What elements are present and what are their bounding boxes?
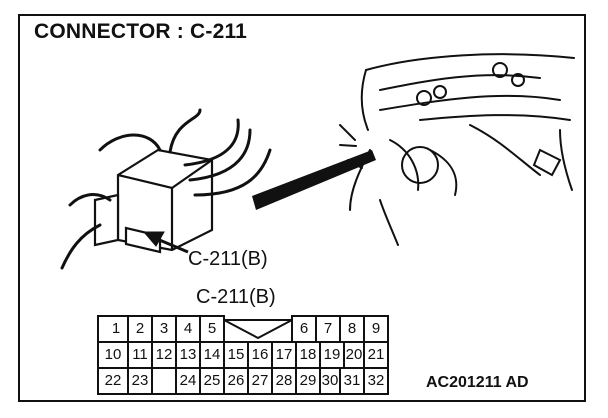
callout-label: C-211(B) <box>188 248 268 270</box>
pin-14: 14 <box>203 346 221 363</box>
pin-16: 16 <box>251 346 269 363</box>
pin-25: 25 <box>203 372 221 389</box>
location-pointer <box>252 150 376 210</box>
pin-19: 19 <box>323 346 341 363</box>
pin-6: 6 <box>299 320 309 337</box>
pin-2: 2 <box>135 320 145 337</box>
pin-26: 26 <box>227 372 245 389</box>
callout-arrow <box>142 231 189 254</box>
pin-27: 27 <box>251 372 269 389</box>
pin-22: 22 <box>104 372 122 389</box>
connector-face-label: C-211(B) <box>196 286 276 308</box>
pin-7: 7 <box>323 320 333 337</box>
pin-4: 4 <box>183 320 193 337</box>
pin-9: 9 <box>371 320 381 337</box>
pin-31: 31 <box>343 372 361 389</box>
diagram-title: CONNECTOR : C-211 <box>34 20 248 43</box>
pin-29: 29 <box>299 372 317 389</box>
pin-32: 32 <box>367 372 385 389</box>
pin-11: 11 <box>132 346 148 363</box>
pin-8: 8 <box>347 320 357 337</box>
pin-15: 15 <box>227 346 245 363</box>
pin-30: 30 <box>321 372 339 389</box>
figure-code: AC201211 AD <box>426 374 529 391</box>
connector-face-outline <box>97 315 389 395</box>
pin-5: 5 <box>207 320 217 337</box>
connector-housing <box>93 148 214 254</box>
pin-23: 23 <box>131 372 149 389</box>
diagram-frame <box>18 14 586 402</box>
pin-28: 28 <box>275 372 293 389</box>
pin-24: 24 <box>179 372 197 389</box>
pin-1: 1 <box>111 320 121 337</box>
pin-10: 10 <box>104 346 122 363</box>
pin-12: 12 <box>155 346 173 363</box>
pin-18: 18 <box>299 346 317 363</box>
pin-3: 3 <box>159 320 169 337</box>
pin-21: 21 <box>367 346 385 363</box>
connector-wires <box>60 108 272 270</box>
pin-20: 20 <box>345 346 363 363</box>
pin-13: 13 <box>179 346 197 363</box>
vehicle-harness <box>339 53 575 246</box>
pin-17: 17 <box>275 346 293 363</box>
